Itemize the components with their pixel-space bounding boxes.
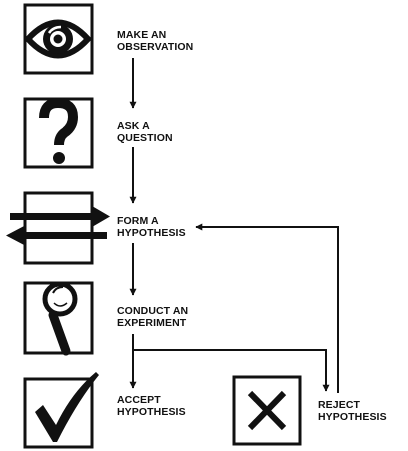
eye-icon <box>23 3 94 75</box>
step-label-observe: MAKE AN OBSERVATION <box>117 29 193 53</box>
step-label-hypothesis-line1: FORM A <box>117 215 159 227</box>
step-label-accept-line2: HYPOTHESIS <box>117 406 186 418</box>
checkmark-icon <box>23 372 99 449</box>
step-label-hypothesis: FORM A HYPOTHESIS <box>117 215 186 239</box>
step-label-experiment-line1: CONDUCT AN <box>117 305 189 317</box>
step-label-observe-line1: MAKE AN <box>117 29 167 41</box>
step-label-question-line1: ASK A <box>117 120 150 132</box>
step-label-question: ASK A QUESTION <box>117 120 173 144</box>
arrow-experiment-to-reject <box>133 349 330 392</box>
x-mark-icon <box>232 375 302 446</box>
question-mark-icon <box>23 97 94 169</box>
flow-arrows <box>129 58 339 393</box>
step-label-experiment-line2: EXPERIMENT <box>117 317 187 329</box>
step-label-accept: ACCEPT HYPOTHESIS <box>117 394 186 418</box>
opposing-arrows-icon <box>6 191 110 265</box>
step-label-experiment: CONDUCT AN EXPERIMENT <box>117 305 188 329</box>
step-label-reject-line1: REJECT <box>318 399 361 411</box>
arrow-reject-to-hypothesis <box>195 223 339 393</box>
step-label-observe-line2: OBSERVATION <box>117 41 194 53</box>
step-label-reject-line2: HYPOTHESIS <box>318 411 387 423</box>
step-label-reject: REJECT HYPOTHESIS <box>318 399 387 423</box>
step-label-accept-line1: ACCEPT <box>117 394 161 406</box>
magnifying-glass-icon <box>23 281 94 356</box>
step-label-question-line2: QUESTION <box>117 132 173 144</box>
step-label-hypothesis-line2: HYPOTHESIS <box>117 227 186 239</box>
